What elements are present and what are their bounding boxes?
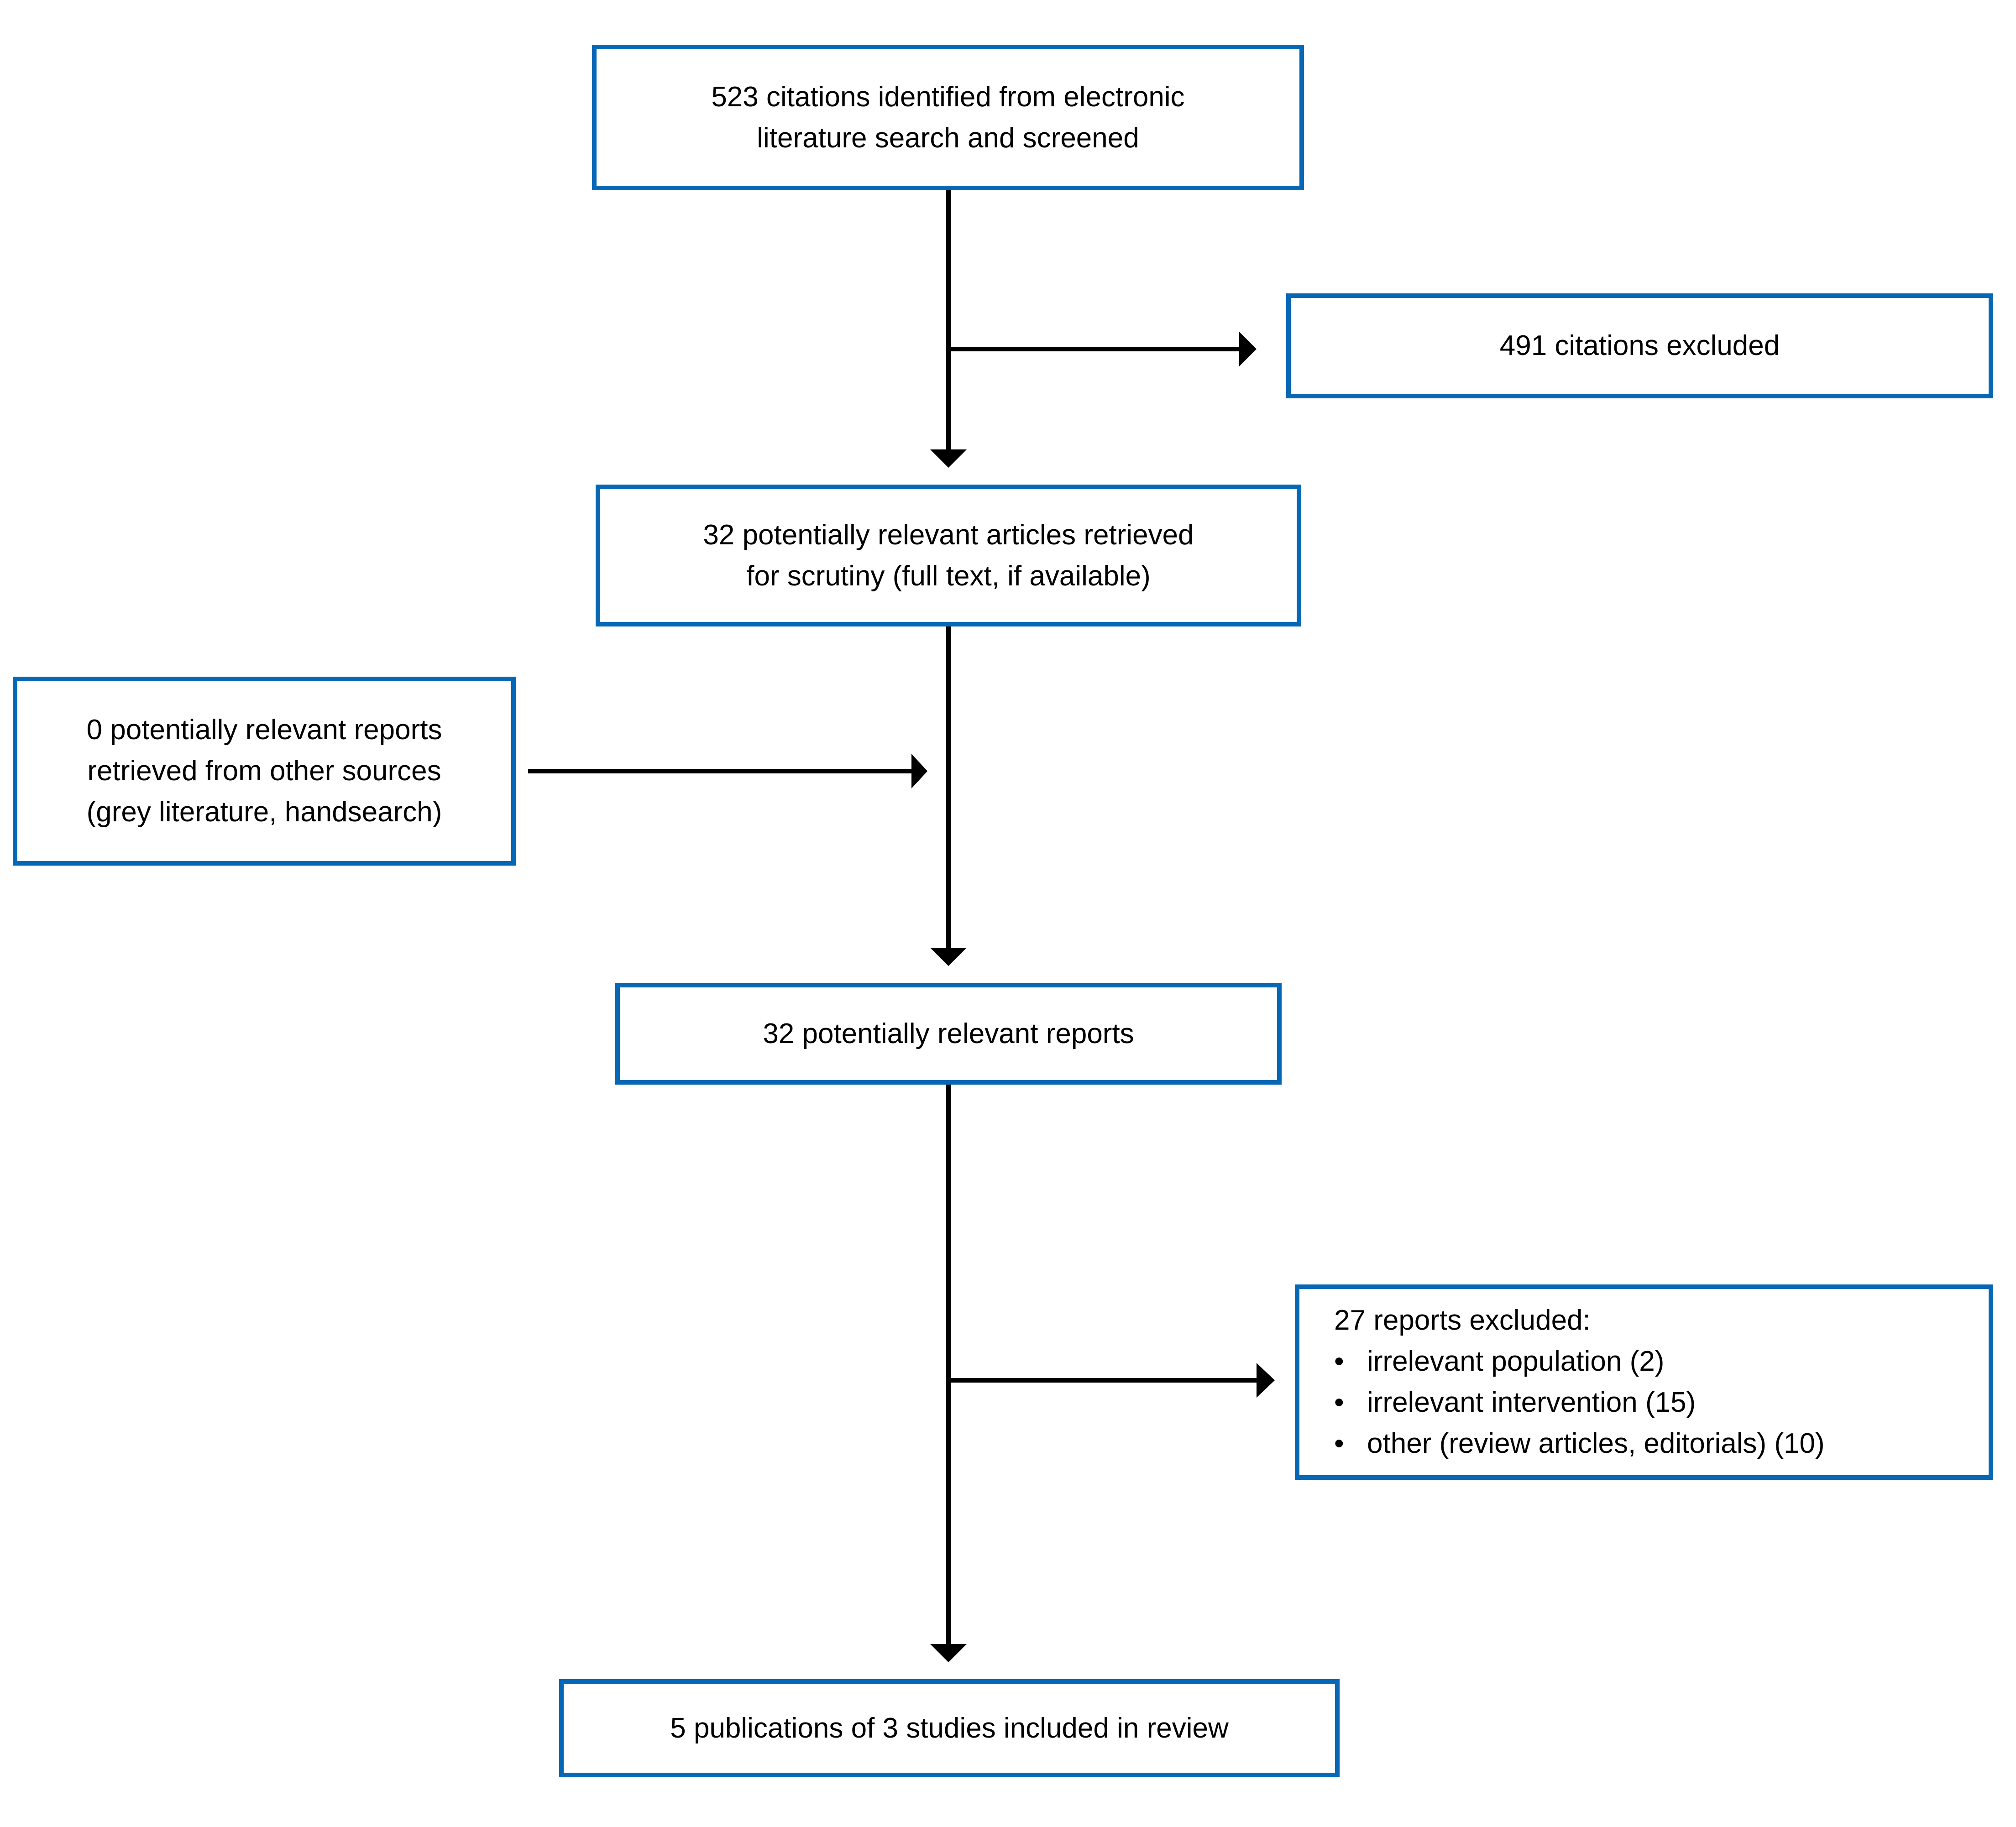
excluded-reason-text: other (review articles, editorials) (10) — [1367, 1428, 1825, 1459]
excluded-reason-text: irrelevant population (2) — [1367, 1346, 1665, 1377]
bullet-icon: • — [1334, 1387, 1344, 1418]
box-articles-retrieved: 32 potentially relevant articles retriev… — [596, 485, 1301, 626]
relevant-reports-label: 32 potentially relevant reports — [763, 1018, 1134, 1049]
reports-excluded-title: 27 reports excluded: — [1334, 1305, 1591, 1336]
articles-retrieved-label: 32 potentially relevant articles retriev… — [703, 519, 1194, 592]
box-included-in-review: 5 publications of 3 studies included in … — [559, 1679, 1340, 1777]
arrowhead-right-to-excluded-citations — [1239, 332, 1257, 366]
arrowhead-down-to-retrieved — [930, 449, 967, 468]
citations-identified-label: 523 citations identified from electronic… — [711, 81, 1185, 154]
arrowhead-right-from-other-sources — [911, 754, 927, 788]
excluded-reason-item: • irrelevant population (2) — [1334, 1341, 1975, 1382]
excluded-reason-text: irrelevant intervention (15) — [1367, 1387, 1696, 1418]
excluded-reason-item: • other (review articles, editorials) (1… — [1334, 1423, 1975, 1464]
excluded-reason-item: • irrelevant intervention (15) — [1334, 1382, 1975, 1423]
included-in-review-label: 5 publications of 3 studies included in … — [670, 1712, 1229, 1744]
bullet-icon: • — [1334, 1346, 1344, 1377]
box-relevant-reports: 32 potentially relevant reports — [615, 983, 1282, 1085]
box-other-sources: 0 potentially relevant reports retrieved… — [13, 677, 516, 866]
box-citations-identified: 523 citations identified from electronic… — [592, 45, 1304, 190]
arrowhead-right-to-excluded-reports — [1257, 1363, 1275, 1398]
box-citations-excluded: 491 citations excluded — [1286, 293, 1993, 398]
other-sources-label: 0 potentially relevant reports retrieved… — [86, 714, 442, 828]
bullet-icon: • — [1334, 1428, 1344, 1459]
arrowhead-down-to-relevant — [930, 948, 967, 966]
arrowhead-down-to-included — [930, 1644, 967, 1662]
box-reports-excluded: 27 reports excluded: • irrelevant popula… — [1295, 1284, 1993, 1480]
citations-excluded-label: 491 citations excluded — [1499, 330, 1780, 362]
